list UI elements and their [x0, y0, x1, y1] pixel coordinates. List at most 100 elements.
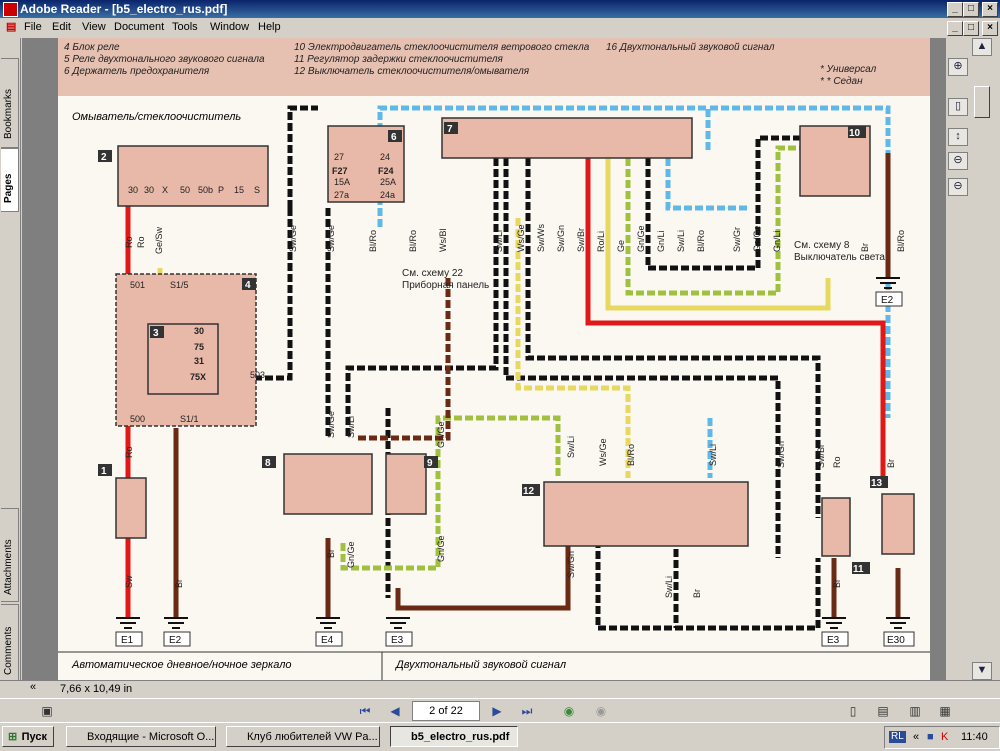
wire-label-swge-3: Sw/Ge [326, 411, 336, 438]
lang-indicator[interactable]: RL [889, 731, 906, 743]
facing-icon[interactable]: ▥ [909, 704, 921, 718]
switch-pin-s: S [254, 185, 260, 195]
component-8-mirror [283, 453, 373, 515]
doc-minimize-button[interactable]: _ [947, 21, 963, 36]
forward-button[interactable]: ◉ [595, 704, 607, 718]
rotate-icon[interactable]: ⊖ [948, 178, 968, 196]
scroll-thumb[interactable] [974, 86, 990, 118]
caption-mirror: Автоматическое дневное/ночное зеркало [71, 659, 292, 671]
last-page-button[interactable]: ⏭ [521, 704, 533, 718]
minimize-button[interactable]: _ [947, 2, 963, 17]
tray-expand-icon[interactable]: « [913, 731, 920, 743]
wire-label-swli-2: Sw/Li [676, 230, 686, 252]
page-size-label: 7,66 x 10,49 in [60, 683, 133, 695]
back-button[interactable]: ◉ [563, 704, 575, 718]
tab-attachments[interactable]: Attachments [1, 508, 19, 602]
legend-note-0: * Универсал [820, 64, 877, 75]
wire-label-swws: Sw/Ws [536, 224, 546, 252]
legend-col1-2: 6 Держатель предохранителя [64, 66, 210, 77]
wire-label-swge-1: Sw/Ge [288, 225, 298, 252]
document-view[interactable]: 4 Блок реле 5 Реле двухтонального звуков… [22, 38, 946, 680]
wire-label-swli-4: Ws/Ge [598, 438, 608, 466]
wire-black-2 [248, 208, 293, 381]
start-label: Пуск [21, 731, 47, 743]
task-outlook[interactable]: Входящие - Microsoft O... [66, 726, 216, 747]
wire-yellow-1 [605, 158, 831, 311]
task-browser[interactable]: Клуб любителей VW Pa... [226, 726, 380, 747]
fuse-24a: 24a [380, 190, 395, 200]
page-number-field[interactable]: 2 of 22 [412, 701, 480, 721]
tab-pages[interactable]: Pages [1, 148, 19, 212]
title-bar: Adobe Reader - [b5_electro_rus.pdf] _ □ … [0, 0, 1000, 18]
continuous-facing-icon[interactable]: ▦ [939, 704, 951, 718]
menu-window[interactable]: Window [210, 21, 250, 33]
fit-width-icon[interactable]: ↕ [948, 128, 968, 146]
ground-e3-b: E3 [827, 635, 840, 646]
relay-label-501: 501 [130, 280, 145, 290]
antivirus-icon[interactable]: K [941, 731, 949, 743]
menu-document[interactable]: Document [114, 21, 165, 33]
task-adobe-label: b5_electro_rus.pdf [411, 731, 510, 743]
wire-yellow-2 [515, 218, 631, 478]
app-icon[interactable] [3, 2, 18, 17]
status-bar: « 7,66 x 10,49 in [0, 680, 1000, 699]
print-icon[interactable]: ▣ [41, 704, 53, 718]
relay-pin-31: 31 [194, 356, 204, 366]
ref-instrument-panel: Приборная панель [402, 279, 489, 291]
collapse-arrow-icon[interactable]: « [30, 681, 37, 693]
tab-bookmarks[interactable]: Bookmarks [1, 58, 19, 148]
previous-page-button[interactable]: ◀ [390, 704, 400, 718]
doc-restore-button[interactable]: □ [963, 21, 979, 36]
ref-scheme-8: См. схему 8 [794, 240, 850, 251]
wire-label-swbr-2: Ro [832, 456, 842, 468]
first-page-button[interactable]: ⏮ [359, 704, 371, 718]
zoom-in-icon[interactable]: ⊕ [948, 58, 968, 76]
wire-label-gnge: Gn/Ge [636, 225, 646, 252]
doc-icon[interactable]: ▤ [6, 21, 17, 33]
menu-edit[interactable]: Edit [52, 21, 71, 33]
menu-file[interactable]: File [24, 21, 42, 33]
wire-brown-7 [358, 278, 451, 441]
task-adobe[interactable]: b5_electro_rus.pdf [390, 726, 518, 747]
fuse-25a: 25A [380, 177, 396, 187]
wire-black-1 [287, 105, 318, 208]
wire-label-gnli: Gn/Li [656, 230, 666, 252]
ground-e1: E1 [121, 635, 134, 646]
tab-comments[interactable]: Comments [1, 604, 19, 682]
section-title-washer: Омыватель/стеклоочиститель [72, 111, 241, 123]
zoom-out-icon[interactable]: ⊖ [948, 152, 968, 170]
maximize-button[interactable]: □ [963, 2, 979, 17]
menu-bar: ▤ File Edit View Document Tools Window H… [0, 18, 1000, 38]
menu-help[interactable]: Help [258, 21, 281, 33]
caption-horn: Двухтональный звуковой сигнал [394, 659, 566, 671]
wire-label-br-2: Br [174, 579, 184, 588]
switch-pin-p: P [218, 185, 224, 195]
wire-label-swgn-2: Sw/Br [816, 444, 826, 468]
legend-band [58, 38, 930, 96]
wire-brown-3 [395, 538, 571, 611]
single-page-icon[interactable]: ▯ [849, 704, 857, 718]
component-7-wiper-relay [441, 117, 693, 159]
menu-view[interactable]: View [82, 21, 106, 33]
switch-pin-x: X [162, 185, 168, 195]
wire-label-gnge-4: Gn/Ge [346, 541, 356, 568]
label-3: 3 [153, 328, 159, 339]
clock[interactable]: 11:40 [961, 731, 988, 743]
vertical-scrollbar[interactable]: ▲ ▼ [970, 38, 1000, 680]
close-button[interactable]: × [982, 2, 998, 17]
label-9: 9 [427, 458, 433, 469]
ref-scheme-22: См. схему 22 [402, 268, 463, 279]
continuous-icon[interactable]: ▤ [877, 704, 889, 718]
fit-page-icon[interactable]: ▯ [948, 98, 968, 116]
label-4: 4 [245, 280, 251, 291]
menu-tools[interactable]: Tools [172, 21, 198, 33]
doc-close-button[interactable]: × [982, 21, 998, 36]
wire-label-swge-2: Sw/Ge [326, 225, 336, 252]
scroll-up-button[interactable]: ▲ [972, 38, 992, 56]
network-icon[interactable]: ■ [927, 731, 934, 743]
start-button[interactable]: ⊞Пуск [2, 726, 54, 747]
scroll-down-button[interactable]: ▼ [972, 662, 992, 680]
component-12-wiper-switch [543, 481, 749, 547]
legend-col3-0: 16 Двухтональный звуковой сигнал [606, 42, 775, 53]
next-page-button[interactable]: ▶ [492, 704, 502, 718]
